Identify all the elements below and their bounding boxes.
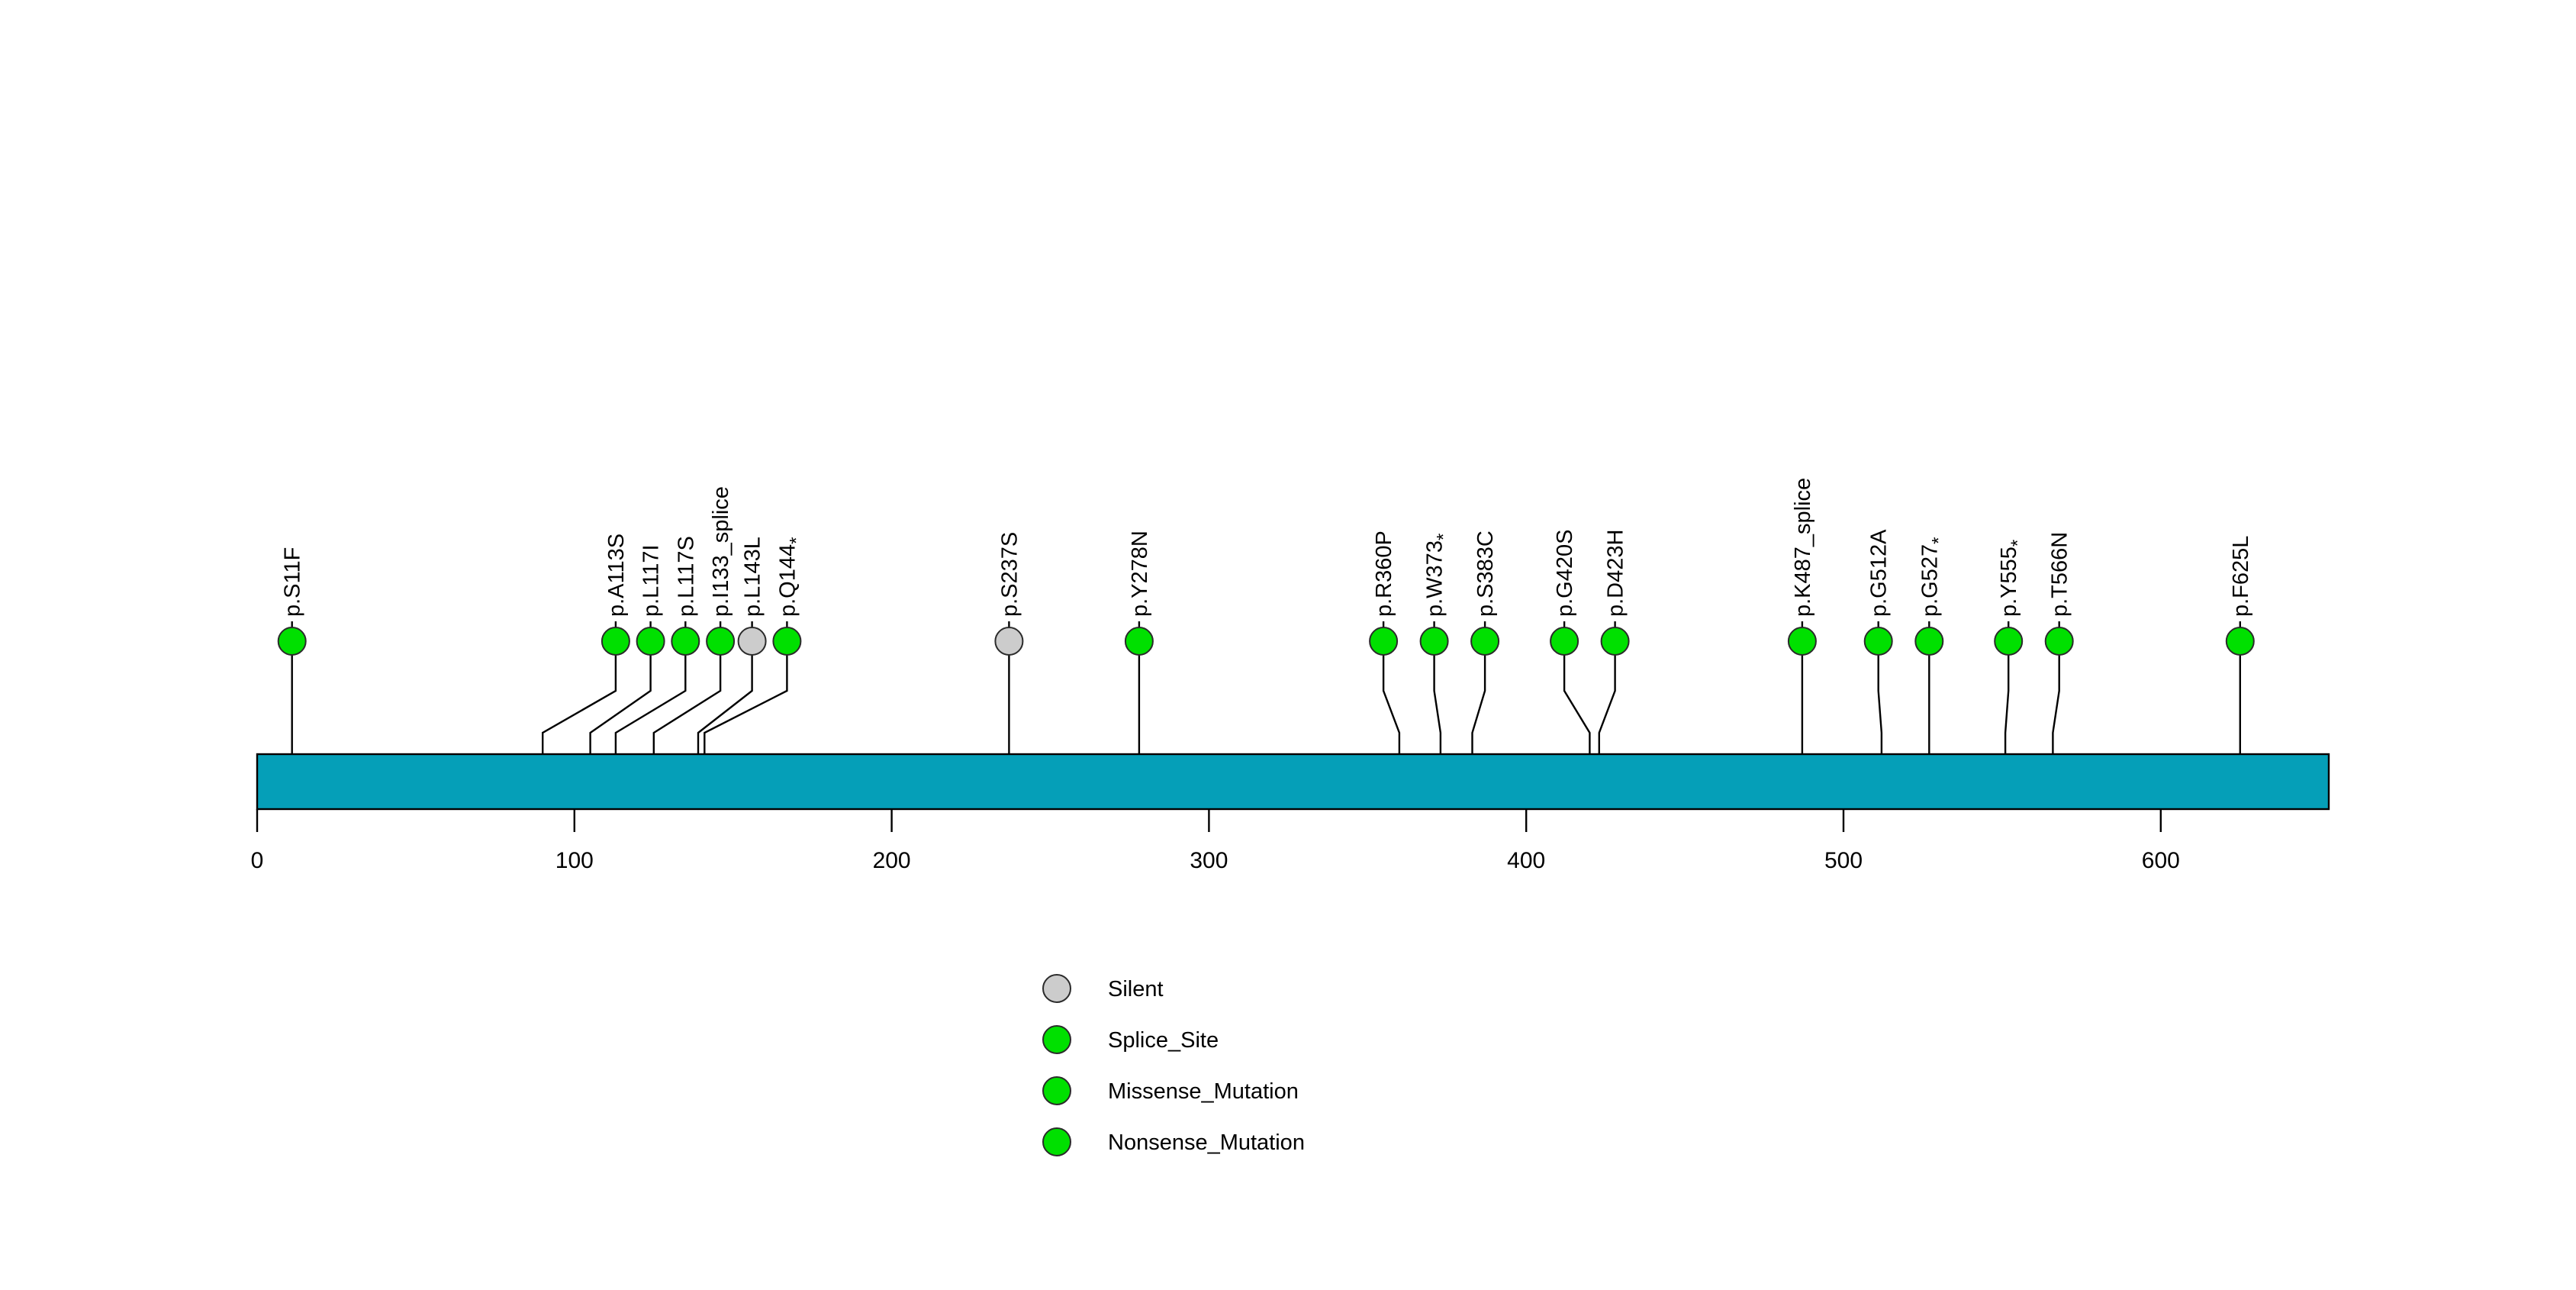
mutation-label: p.T566N (2048, 532, 2072, 617)
axis-tick-label: 500 (1824, 848, 1863, 873)
mutation-label: p.Y278N (1128, 531, 1152, 617)
legend-swatch-silent[interactable] (1042, 974, 1071, 1003)
lollipop-heads (277, 621, 2255, 656)
mutation-label: p.G512A (1867, 529, 1892, 617)
legend-label-silent: Silent (1108, 977, 1164, 1001)
protein-backbone (256, 753, 2330, 811)
mutation-label: p.Y555* (1997, 540, 2028, 617)
axis-tick-label: 400 (1507, 848, 1545, 873)
lollipop-head-pG527[interactable] (1914, 627, 1944, 656)
lollipop-head-pS11F[interactable] (277, 627, 307, 656)
legend: SilentSplice_SiteMissense_MutationNonsen… (1042, 974, 1305, 1156)
mutation-label: p.S11F (281, 547, 305, 617)
lollipop-head-pL117S[interactable] (671, 627, 700, 656)
residue-axis: 0 100 200 300 400 500 600 (251, 809, 2180, 873)
lollipop-head-pS383C[interactable] (1470, 627, 1500, 656)
lollipop-head-pA113S[interactable] (601, 627, 630, 656)
mutation-label: p.D423H (1604, 530, 1628, 617)
legend-label-missense_mutation: Missense_Mutation (1108, 1079, 1299, 1104)
protein-domain-bar (256, 753, 2330, 811)
lollipop-head-pT566N[interactable] (2044, 627, 2074, 656)
mutation-label: p.I133_splice (709, 486, 733, 617)
lollipop-head-pY278N[interactable] (1124, 627, 1154, 656)
lollipop-head-pY555[interactable] (1994, 627, 2024, 656)
lollipop-head-pL117I[interactable] (636, 627, 665, 656)
mutation-label: p.A113S (604, 534, 629, 617)
axis-tick-label: 600 (2142, 848, 2180, 873)
axis-tick-label: 300 (1190, 848, 1228, 873)
lollipop-head-pI133splice[interactable] (706, 627, 736, 656)
lollipop-head-pG512A[interactable] (1863, 627, 1893, 656)
lollipop-head-pW373[interactable] (1419, 627, 1449, 656)
mutation-label: p.L117S (674, 536, 698, 617)
legend-swatch-splice_site[interactable] (1042, 1025, 1071, 1054)
lollipop-head-pQ144[interactable] (772, 627, 802, 656)
mutation-label: p.G420S (1553, 530, 1577, 617)
mutation-labels: p.S11F p.A113S p.L117I p.L117S p.I133_splice… (281, 478, 2253, 617)
mutation-label: p.K487_splice (1791, 478, 1815, 617)
legend-label-splice_site: Splice_Site (1108, 1028, 1219, 1053)
legend-label-nonsense_mutation: Nonsense_Mutation (1108, 1130, 1305, 1155)
lollipop-head-pF625L[interactable] (2225, 627, 2255, 656)
mutation-label: p.F625L (2229, 536, 2253, 617)
mutation-label: p.L143L (741, 537, 765, 617)
axis-tick-label: 100 (555, 848, 594, 873)
legend-swatch-nonsense_mutation[interactable] (1042, 1127, 1071, 1156)
mutation-label: p.L117I (639, 544, 664, 617)
legend-swatch-missense_mutation[interactable] (1042, 1076, 1071, 1105)
axis-tick-label: 200 (873, 848, 911, 873)
mutation-label: p.R360P (1372, 531, 1396, 617)
lollipop-head-pS237S[interactable] (994, 627, 1024, 656)
lollipop-head-pR360P[interactable] (1369, 627, 1399, 656)
lollipop-head-pL143L[interactable] (737, 627, 767, 656)
mutation-label: p.S237S (997, 532, 1022, 617)
lollipop-head-pK487splice[interactable] (1787, 627, 1817, 656)
lollipop-head-pG420S[interactable] (1550, 627, 1579, 656)
mutation-label: p.Q144* (775, 537, 807, 617)
mutation-label: p.W373* (1423, 534, 1454, 617)
mutation-label: p.S383C (1473, 531, 1498, 617)
axis-tick-label: 0 (251, 848, 264, 873)
lollipop-head-pD423H[interactable] (1600, 627, 1630, 656)
mutation-label: p.G527* (1918, 537, 1949, 617)
